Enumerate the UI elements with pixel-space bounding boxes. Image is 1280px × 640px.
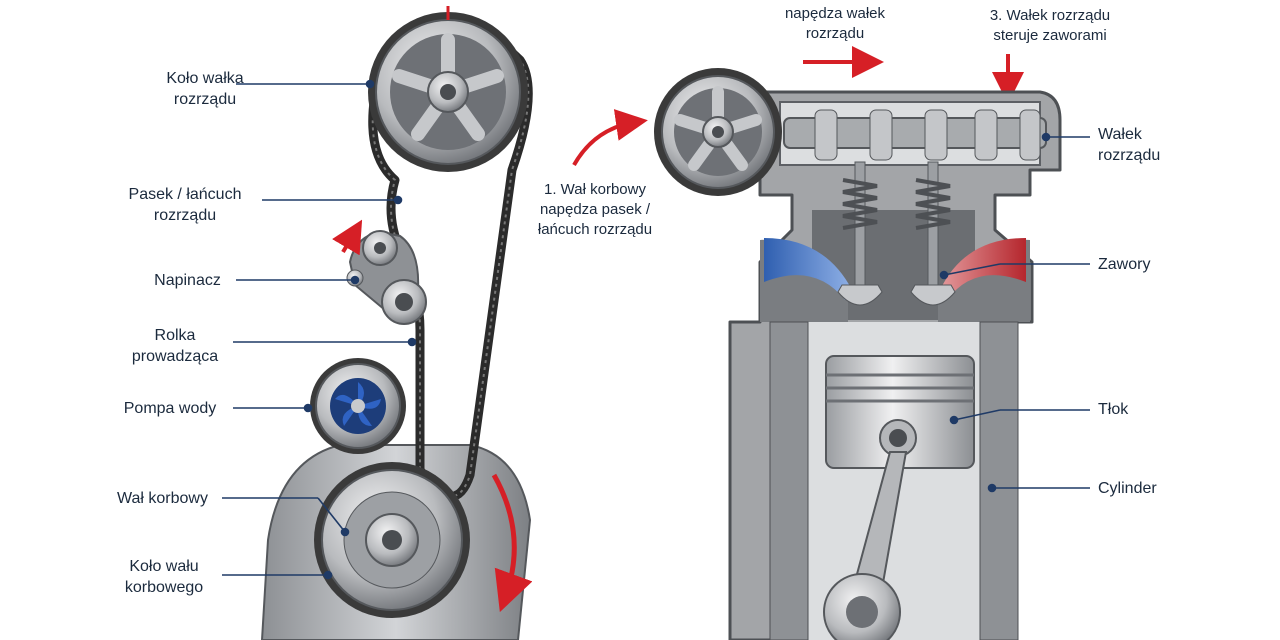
- intake-port: [764, 238, 852, 300]
- caption-line: 3. Wałek rozrządu: [989, 7, 1111, 24]
- crankshaft-pulley: [314, 462, 470, 618]
- label-line: Koło wałka: [166, 70, 244, 87]
- label-line: Pasek / łańcuch: [128, 186, 242, 203]
- caption-step-1: 1. Wał korbowy napędza pasek / łańcuch r…: [520, 180, 670, 240]
- caption-line: łańcuch rozrządu: [537, 221, 653, 238]
- label-line: Zawory: [1098, 256, 1151, 273]
- left-leader-lines: [222, 79, 417, 580]
- label-line: prowadząca: [131, 348, 219, 365]
- camshaft: [783, 109, 1047, 161]
- label-water-pump: Pompa wody: [110, 398, 230, 419]
- label-line: rozrządu: [153, 207, 217, 224]
- camshaft-sprocket: [654, 68, 782, 196]
- label-line: Cylinder: [1098, 480, 1157, 497]
- red-rotation-arrow: [491, 473, 533, 613]
- label-line: rozrządu: [1098, 147, 1161, 164]
- valves: [837, 161, 956, 306]
- red-rotation-arrow: [332, 219, 363, 256]
- water-pump: [310, 358, 406, 454]
- caption-line: rozrządu: [805, 25, 865, 42]
- tensioner: [346, 230, 427, 325]
- exhaust-port: [940, 238, 1026, 300]
- label-camshaft: Wałek rozrządu: [1098, 124, 1198, 166]
- label-piston: Tłok: [1098, 399, 1198, 420]
- label-crankshaft: Wał korbowy: [105, 488, 220, 509]
- label-line: Rolka: [154, 327, 196, 344]
- caption-line: steruje zaworami: [993, 27, 1107, 44]
- label-cylinder: Cylinder: [1098, 478, 1198, 499]
- label-valves: Zawory: [1098, 254, 1198, 275]
- label-line: korbowego: [124, 579, 204, 596]
- label-line: Tłok: [1098, 401, 1129, 418]
- caption-step-2: napędza wałek rozrządu: [765, 4, 905, 44]
- valve-spring-icon: [915, 178, 951, 230]
- label-camshaft-pulley: Koło wałka rozrządu: [145, 68, 265, 110]
- connecting-rod: [823, 451, 908, 640]
- label-line: Wał korbowy: [117, 490, 208, 507]
- label-line: rozrządu: [173, 91, 237, 108]
- label-line: Koło wału: [129, 558, 199, 575]
- label-idler-pulley: Rolka prowadząca: [120, 325, 230, 367]
- red-rotation-arrow: [572, 109, 648, 166]
- label-timing-belt: Pasek / łańcuch rozrządu: [110, 184, 260, 226]
- label-line: Wałek: [1098, 126, 1142, 143]
- caption-line: 1. Wał korbowy: [544, 181, 646, 198]
- piston: [825, 355, 975, 469]
- label-crank-pulley: Koło wału korbowego: [108, 556, 220, 598]
- label-tensioner: Napinacz: [140, 270, 235, 291]
- caption-line: napędza wałek: [784, 5, 886, 22]
- caption-line: napędza pasek /: [539, 201, 651, 218]
- valve-spring-icon: [842, 178, 878, 230]
- right-leader-lines: [939, 132, 1090, 493]
- camshaft-pulley: [368, 6, 528, 172]
- label-line: Napinacz: [154, 272, 221, 289]
- caption-step-3: 3. Wałek rozrządu steruje zaworami: [970, 6, 1130, 46]
- label-line: Pompa wody: [123, 400, 217, 417]
